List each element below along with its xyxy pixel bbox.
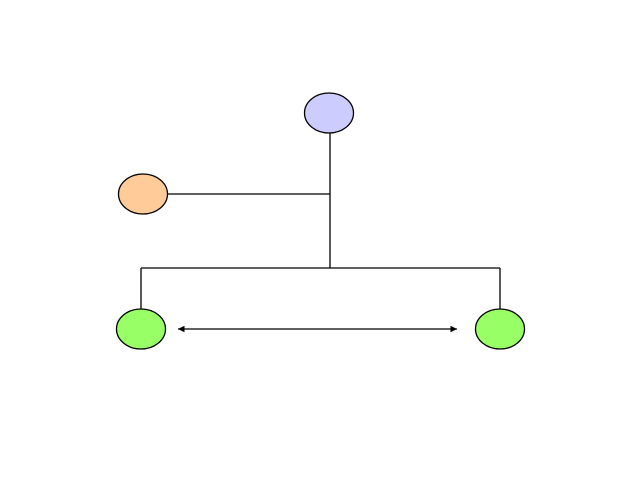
connector-lines: [140, 133, 501, 333]
node-bottom-right[interactable]: [474, 308, 526, 350]
node-bottom-left[interactable]: [115, 308, 167, 350]
node-top[interactable]: [303, 92, 355, 134]
node-left-middle[interactable]: [117, 173, 169, 215]
diagram-nodes: [115, 92, 526, 350]
